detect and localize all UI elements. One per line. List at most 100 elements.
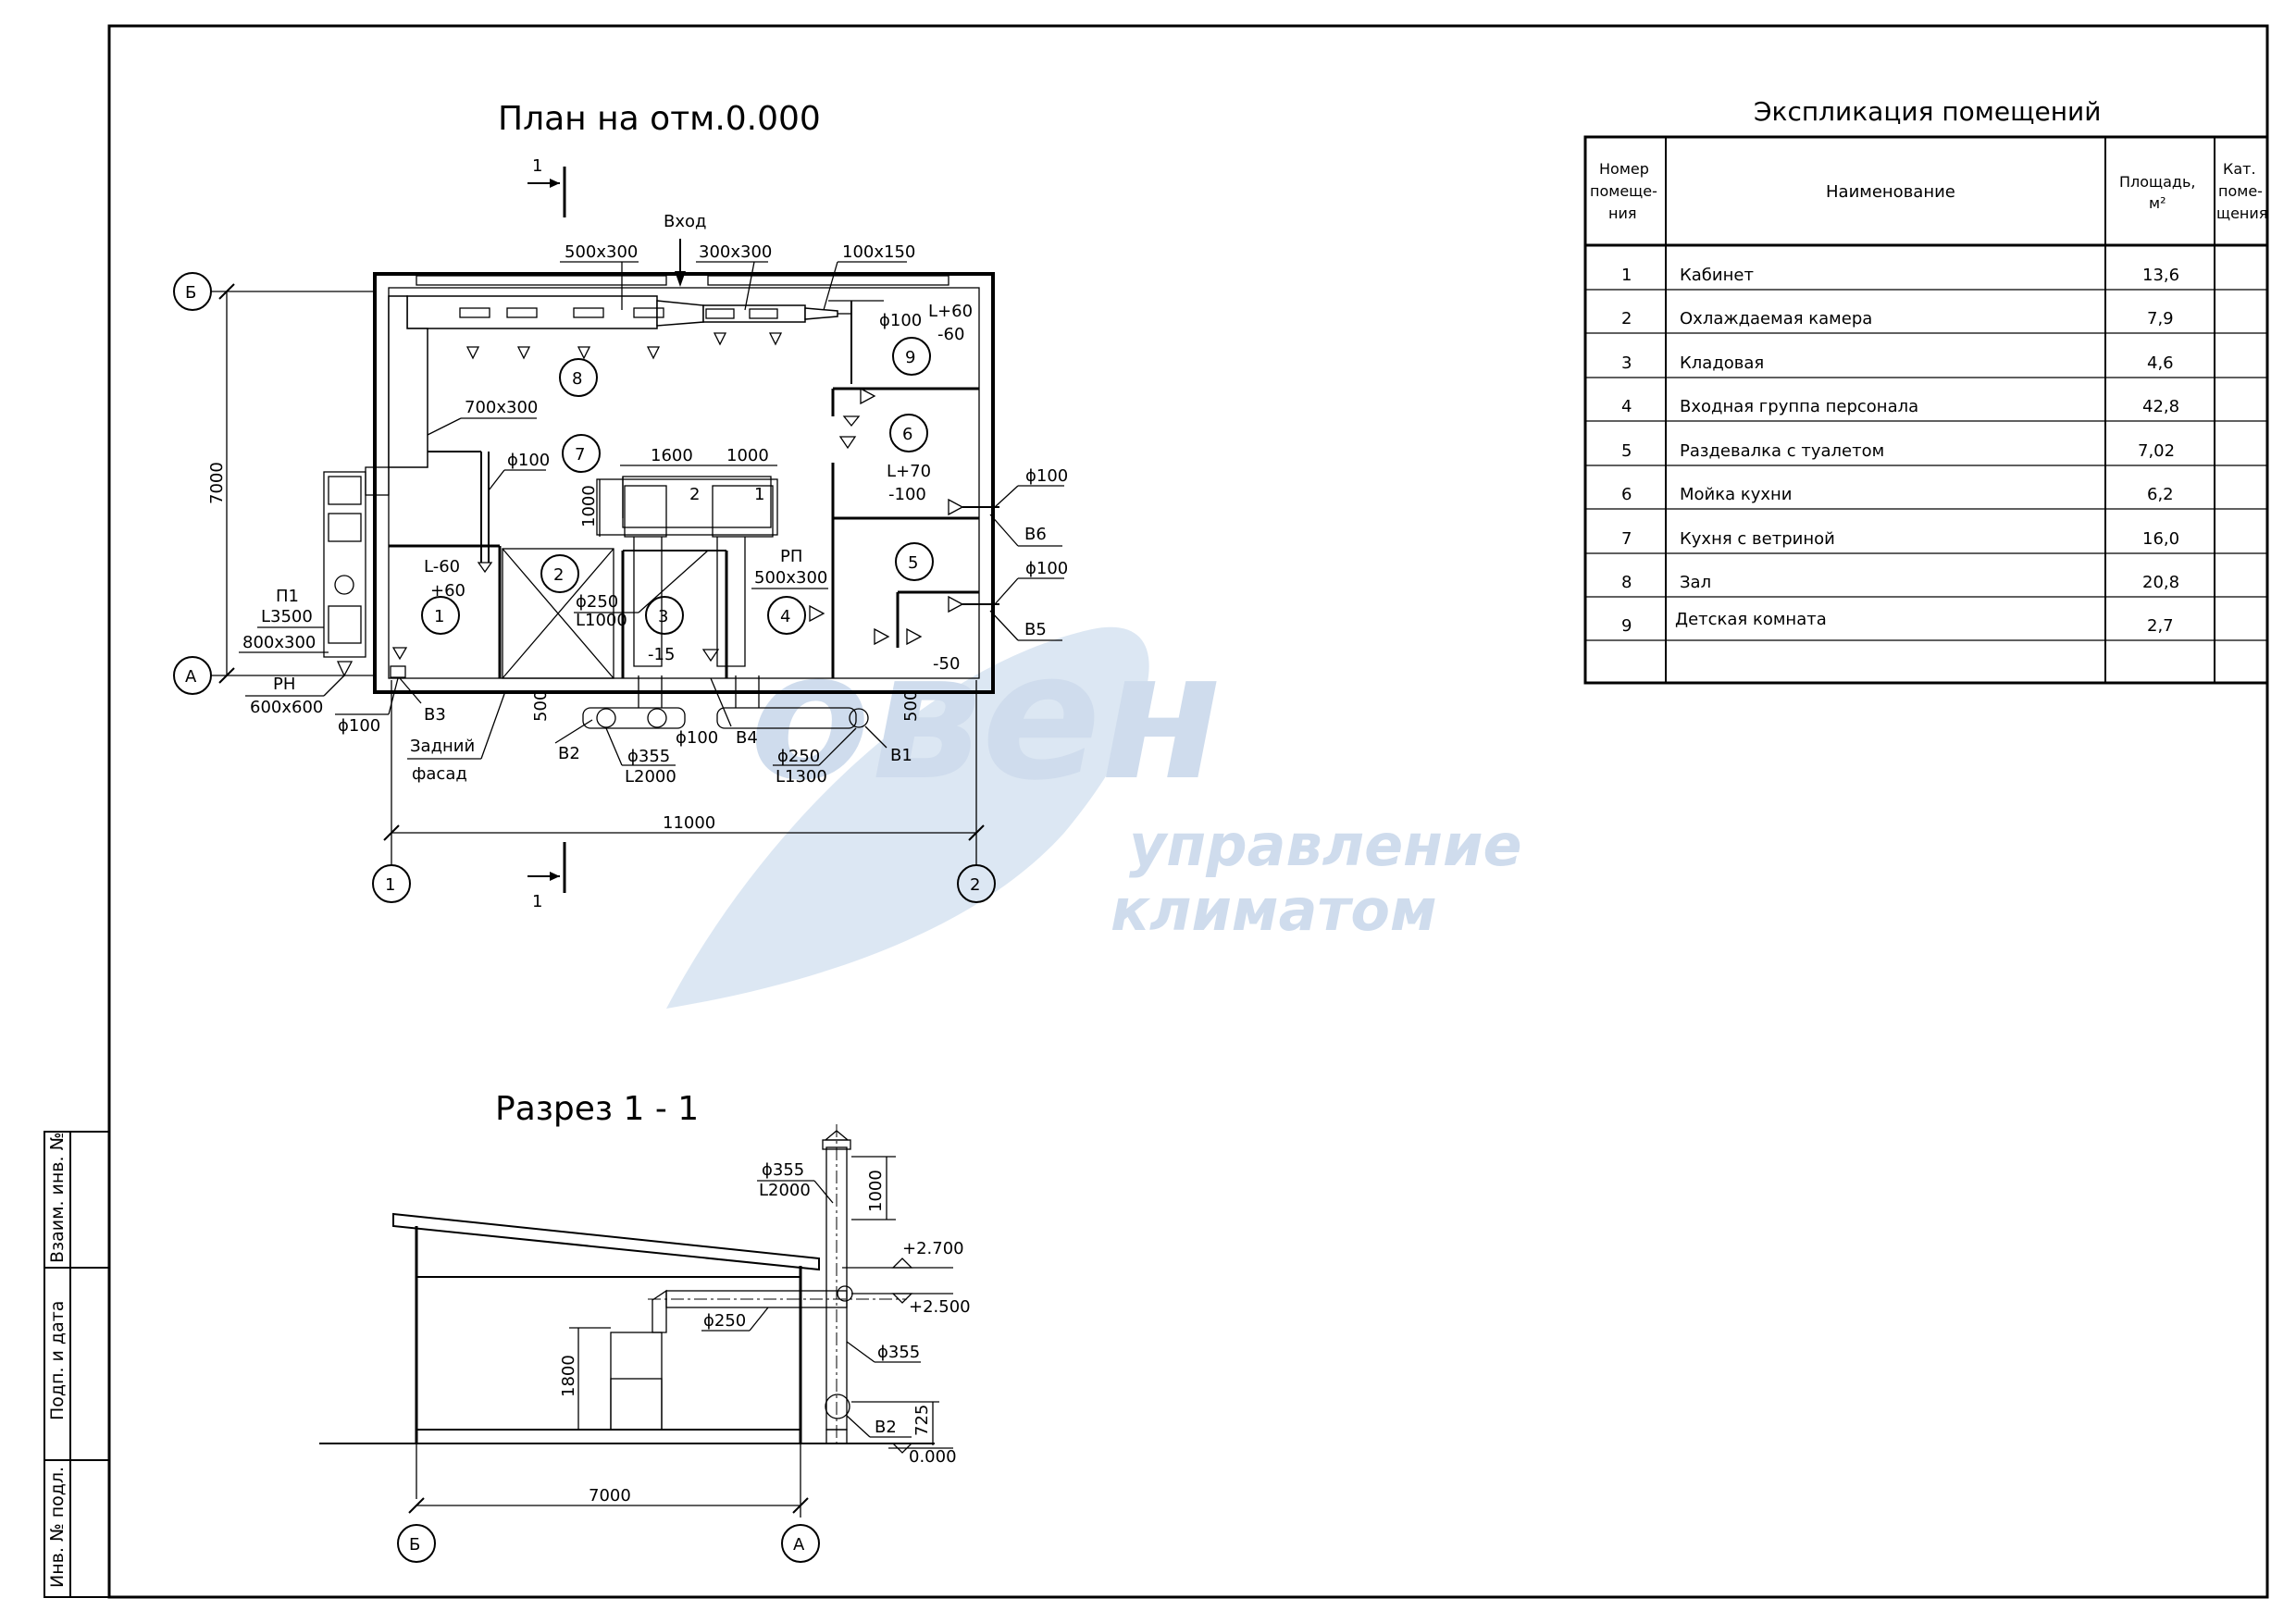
room-5: 5 xyxy=(908,553,918,573)
watermark: овен управление климатом xyxy=(666,614,1522,1009)
svg-text:ния: ния xyxy=(1608,204,1636,222)
svg-text:+2.500: +2.500 xyxy=(909,1297,971,1317)
row-name: Охлаждаемая камера xyxy=(1680,309,1872,328)
section-labels: ϕ355 L2000 1000 +2.700 +2.500 ϕ250 ϕ355 … xyxy=(559,1156,971,1467)
exhaust-duct-k7 xyxy=(428,451,493,574)
svg-text:В1: В1 xyxy=(890,746,912,765)
svg-text:РП: РП xyxy=(780,547,802,566)
plan-labels: 500x300 300x300 100x150 700x300 ϕ100 L+6… xyxy=(239,242,1068,787)
room-2: 2 xyxy=(553,565,564,585)
svg-text:600x600: 600x600 xyxy=(250,698,323,717)
svg-text:поме-: поме- xyxy=(2218,182,2263,200)
svg-text:-100: -100 xyxy=(888,485,926,504)
axis-B-plan: Б xyxy=(173,272,375,311)
svg-text:ϕ100: ϕ100 xyxy=(338,716,380,736)
entry-marker: Вход xyxy=(664,212,706,287)
row-area: 42,8 xyxy=(2142,397,2179,416)
svg-text:500x300: 500x300 xyxy=(565,242,638,262)
svg-text:ϕ100: ϕ100 xyxy=(676,728,718,748)
room-8: 8 xyxy=(572,369,582,389)
svg-text:П1: П1 xyxy=(276,587,299,606)
room-6: 6 xyxy=(902,425,912,444)
svg-text:В4: В4 xyxy=(736,728,758,748)
svg-text:щения: щения xyxy=(2216,204,2267,222)
svg-text:L2000: L2000 xyxy=(759,1181,811,1200)
svg-text:700x300: 700x300 xyxy=(465,398,538,417)
row-num: 9 xyxy=(1621,616,1632,636)
section-mark-top: 1 xyxy=(527,156,566,217)
svg-text:L1000: L1000 xyxy=(576,611,627,630)
svg-text:800x300: 800x300 xyxy=(242,633,316,652)
supply-duct xyxy=(388,295,884,468)
svg-text:А: А xyxy=(185,667,197,687)
svg-text:500x300: 500x300 xyxy=(754,568,827,588)
svg-text:1: 1 xyxy=(385,875,395,895)
svg-text:1: 1 xyxy=(532,892,542,911)
explication-table xyxy=(1583,135,2269,685)
svg-text:ϕ100: ϕ100 xyxy=(1025,559,1068,578)
svg-text:+2.700: +2.700 xyxy=(902,1239,964,1258)
svg-text:0.000: 0.000 xyxy=(909,1447,957,1467)
supply-unit-p1 xyxy=(323,466,390,677)
svg-text:ϕ100: ϕ100 xyxy=(1025,466,1068,486)
svg-text:L1300: L1300 xyxy=(776,767,827,787)
row-num: 8 xyxy=(1621,573,1632,592)
dim-height: 7000 xyxy=(207,283,235,684)
svg-text:ϕ355: ϕ355 xyxy=(877,1343,920,1362)
row-num: 7 xyxy=(1621,529,1632,549)
row-num: 6 xyxy=(1621,485,1632,504)
svg-text:А: А xyxy=(793,1535,805,1555)
svg-text:Номер: Номер xyxy=(1599,160,1649,178)
svg-text:7000: 7000 xyxy=(207,462,227,504)
room-7: 7 xyxy=(575,445,585,465)
svg-text:1000: 1000 xyxy=(726,446,769,465)
row-name: Кабинет xyxy=(1680,266,1754,285)
svg-text:500: 500 xyxy=(531,690,551,722)
watermark-line2: климатом xyxy=(1111,876,1437,944)
svg-text:В3: В3 xyxy=(424,705,446,725)
room-9: 9 xyxy=(905,348,915,367)
row-name: Раздевалка с туалетом xyxy=(1680,441,1884,461)
svg-text:ϕ100: ϕ100 xyxy=(507,451,550,470)
section-title: Разрез 1 - 1 xyxy=(495,1090,699,1128)
exhaust-terminals xyxy=(809,387,999,646)
svg-text:Площадь,: Площадь, xyxy=(2119,173,2196,191)
row-num: 1 xyxy=(1621,266,1632,285)
svg-text:1: 1 xyxy=(532,156,542,176)
explication-title: Экспликация помещений xyxy=(1754,96,2101,127)
watermark-brand: овен xyxy=(750,614,1222,819)
exhaust-duct-bottom xyxy=(390,647,869,729)
row-name: Кладовая xyxy=(1680,353,1764,373)
svg-text:ϕ250: ϕ250 xyxy=(703,1311,746,1331)
row-name: Кухня с ветриной xyxy=(1680,529,1835,549)
row-num: 3 xyxy=(1621,353,1632,373)
svg-text:-15: -15 xyxy=(648,645,675,664)
svg-text:Наименование: Наименование xyxy=(1826,182,1955,202)
svg-text:2: 2 xyxy=(689,485,700,504)
svg-text:Б: Б xyxy=(185,283,196,303)
svg-text:L3500: L3500 xyxy=(261,607,313,626)
row-name: Зал xyxy=(1680,573,1711,592)
room-1: 1 xyxy=(434,607,444,626)
svg-text:L+70: L+70 xyxy=(887,462,931,481)
row-num: 5 xyxy=(1621,441,1632,461)
row-area: 7,9 xyxy=(2147,309,2174,328)
svg-text:Кат.: Кат. xyxy=(2223,160,2256,178)
svg-text:+60: +60 xyxy=(430,581,465,601)
svg-text:В2: В2 xyxy=(875,1418,897,1437)
section-mark-bottom: 1 xyxy=(527,842,566,911)
svg-text:725: 725 xyxy=(912,1405,932,1436)
row-area: 16,0 xyxy=(2142,529,2179,549)
svg-text:-50: -50 xyxy=(933,654,960,674)
explication-rows: 1 Кабинет 13,6 2 Охлаждаемая камера 7,9 … xyxy=(1621,266,2179,636)
svg-text:В5: В5 xyxy=(1024,620,1047,639)
room-4: 4 xyxy=(780,607,790,626)
axis-A-plan: А xyxy=(173,656,375,695)
svg-text:В2: В2 xyxy=(558,744,580,763)
row-area: 20,8 xyxy=(2142,573,2179,592)
plan-title: План на отм.0.000 xyxy=(498,100,821,138)
svg-text:-60: -60 xyxy=(937,325,964,344)
svg-text:2: 2 xyxy=(970,875,980,895)
sheet-frame xyxy=(107,24,2269,1599)
